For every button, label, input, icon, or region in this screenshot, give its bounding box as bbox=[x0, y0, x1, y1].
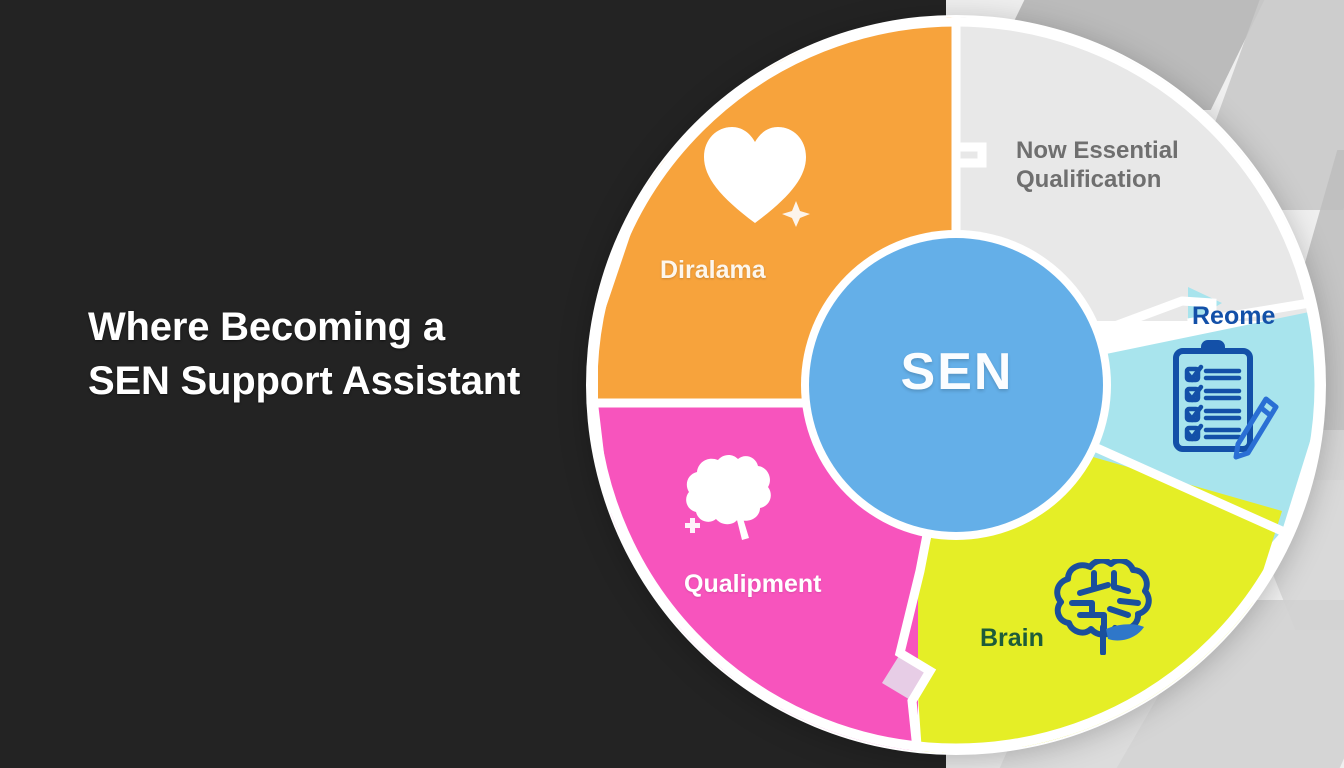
page-title-line-1: Where Becoming a bbox=[88, 305, 445, 349]
wheel-svg bbox=[586, 15, 1326, 755]
wheel-grey-fill-extra bbox=[956, 17, 1314, 321]
page-title-line-2: SEN Support Assistant bbox=[88, 359, 521, 404]
sen-wheel: Diralama Now Essential Qualification Reo… bbox=[582, 11, 1330, 759]
wheel-hub[interactable] bbox=[809, 238, 1103, 532]
wheel-outer-ring bbox=[588, 17, 1324, 753]
page-title: Where Becoming a SEN Support Assistant bbox=[88, 300, 608, 409]
